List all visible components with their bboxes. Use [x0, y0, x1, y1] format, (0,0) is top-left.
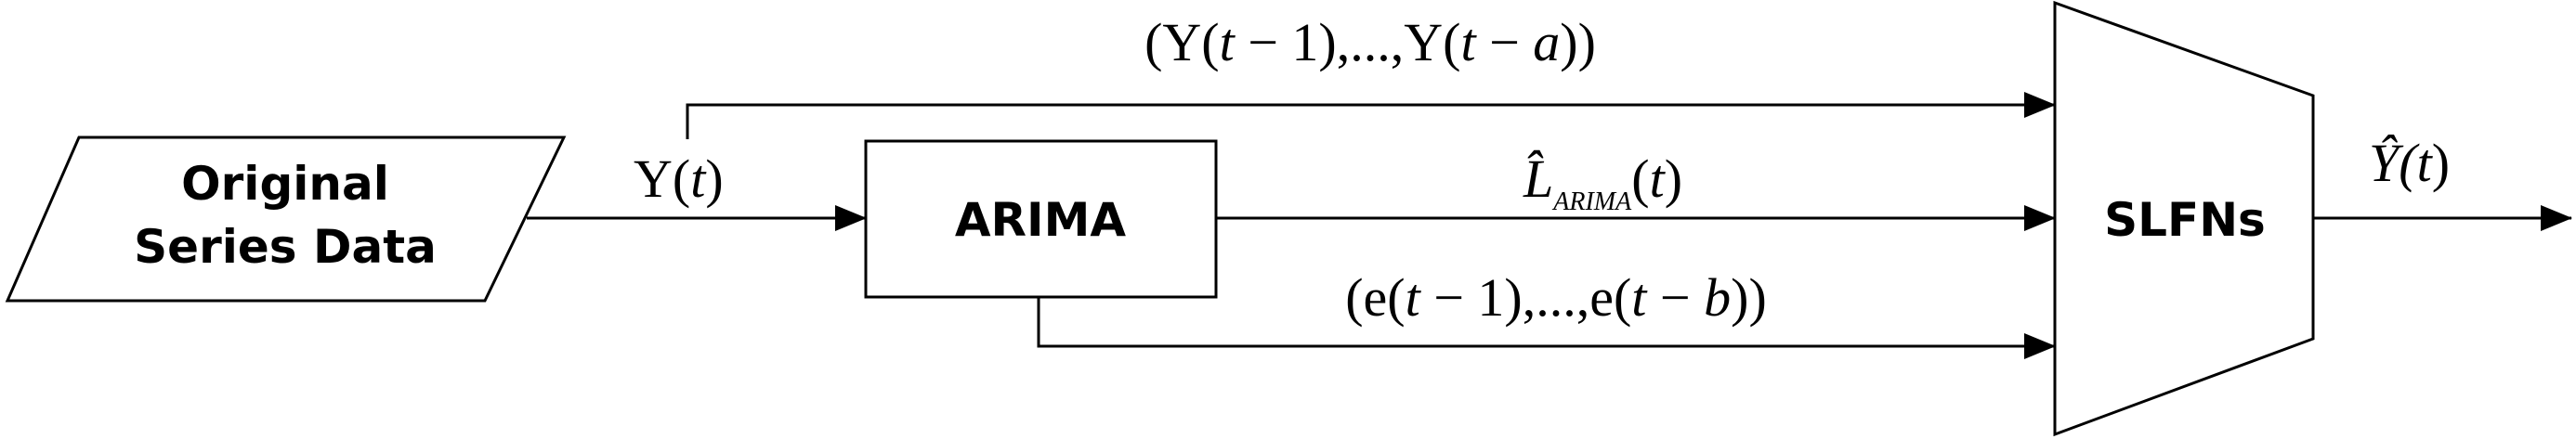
original-series-data-block: Original Series Data: [5, 136, 567, 303]
source-label-line2: Series Data: [134, 220, 437, 274]
lagged-y-connector: [686, 92, 2056, 139]
lagged-error-label: (e(t − 1),...,e(t − b)): [1345, 267, 1767, 328]
input-signal-label: Y(t): [634, 148, 724, 209]
arima-block: ARIMA: [864, 139, 1218, 299]
arima-output-label: L̂ARIMA(t): [1523, 148, 1682, 216]
slfn-block: SLFNs: [2053, 0, 2315, 437]
source-label-line1: Original: [181, 157, 389, 211]
lagged-y-label: (Y(t − 1),...,Y(t − a)): [1144, 12, 1596, 72]
arima-label: ARIMA: [955, 193, 1127, 247]
slfn-label: SLFNs: [2104, 193, 2266, 247]
output-signal-label: Ŷ(t): [2369, 133, 2450, 193]
residual-connector: [1037, 297, 2056, 359]
